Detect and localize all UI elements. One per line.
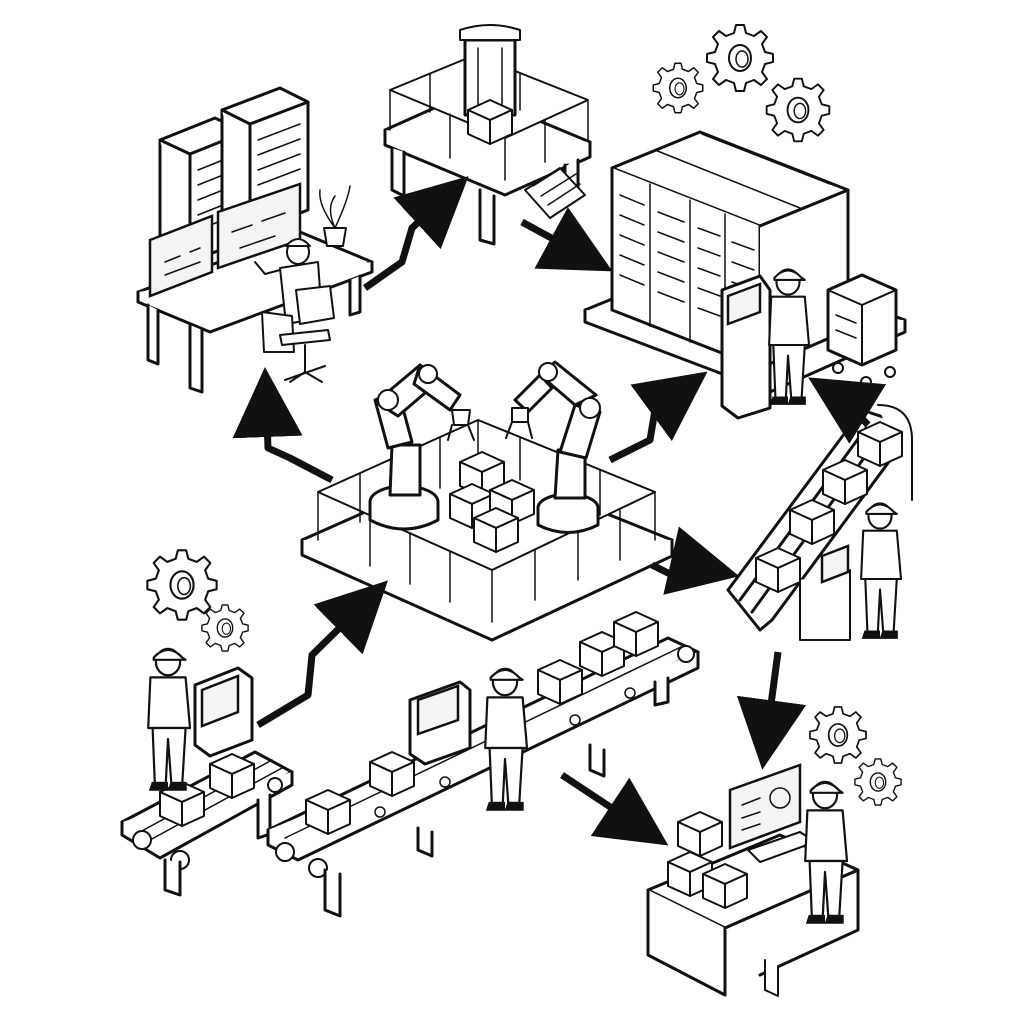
- flow-arrows: [232, 176, 887, 846]
- arrow-input-to-robot-cell: [256, 580, 388, 729]
- gear-cluster-top-right: [652, 24, 831, 143]
- gear-cluster-left: [146, 549, 249, 652]
- gear-icon: [652, 62, 704, 114]
- incline-conveyor: [726, 404, 913, 641]
- robotic-assembly-cell: [300, 360, 674, 642]
- arrow-conveyor-to-quality-desk: [560, 772, 669, 846]
- arrow-robot-cell-to-workstation: [232, 367, 334, 484]
- gear-icon: [201, 604, 249, 652]
- arrow-incline-to-server-room: [808, 377, 887, 444]
- input-conveyor: [120, 647, 294, 897]
- gear-icon: [706, 24, 774, 92]
- quality-check-desk: [646, 763, 860, 997]
- gear-icon: [854, 758, 902, 806]
- arrow-robot-cell-to-server-room: [608, 371, 708, 464]
- inspection-platform: [383, 24, 592, 246]
- main-conveyor: [266, 611, 700, 918]
- gear-icon: [146, 549, 218, 621]
- arrow-workstation-to-platform: [362, 176, 469, 291]
- gear-icon: [809, 706, 867, 764]
- arrow-robot-cell-to-incline: [650, 526, 740, 595]
- arrow-platform-to-server-room: [520, 207, 613, 272]
- server-room: [583, 130, 907, 420]
- gear-icon: [765, 77, 831, 143]
- control-workstation: [136, 86, 374, 394]
- arrow-incline-to-quality-desk: [736, 651, 807, 770]
